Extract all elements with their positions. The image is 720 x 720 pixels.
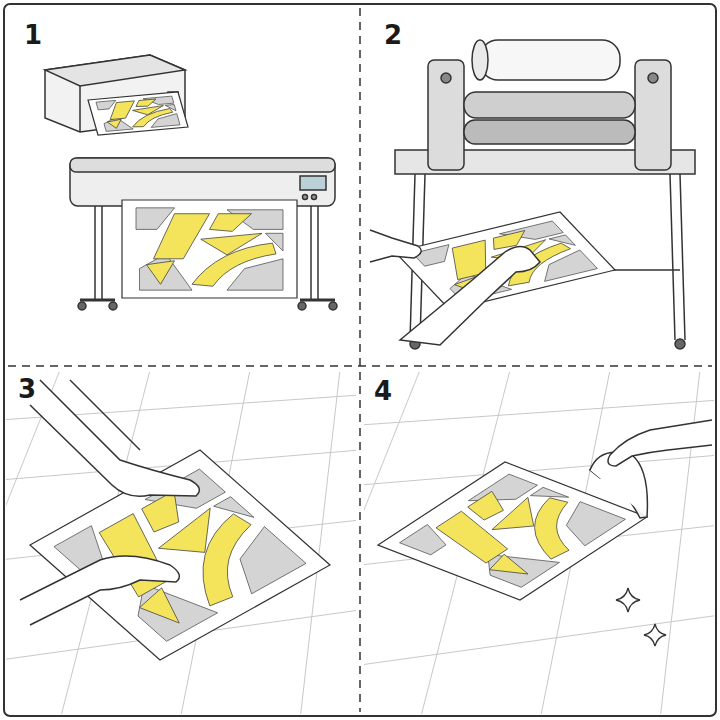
hands (608, 420, 712, 466)
floor-tiles (364, 372, 714, 714)
callout-number: 2 (384, 22, 402, 48)
hands (370, 230, 540, 345)
frame (4, 4, 716, 716)
floor-tiles (6, 372, 356, 714)
callout-number: 3 (18, 376, 36, 402)
desktop-printer (45, 55, 188, 135)
sparkles (616, 588, 666, 646)
wide-format-printer (70, 158, 337, 310)
callout-number: 4 (374, 378, 392, 404)
hands (20, 380, 199, 625)
peeled-graphic (378, 452, 647, 600)
laminator (395, 40, 695, 349)
callout-number: 1 (24, 22, 42, 48)
